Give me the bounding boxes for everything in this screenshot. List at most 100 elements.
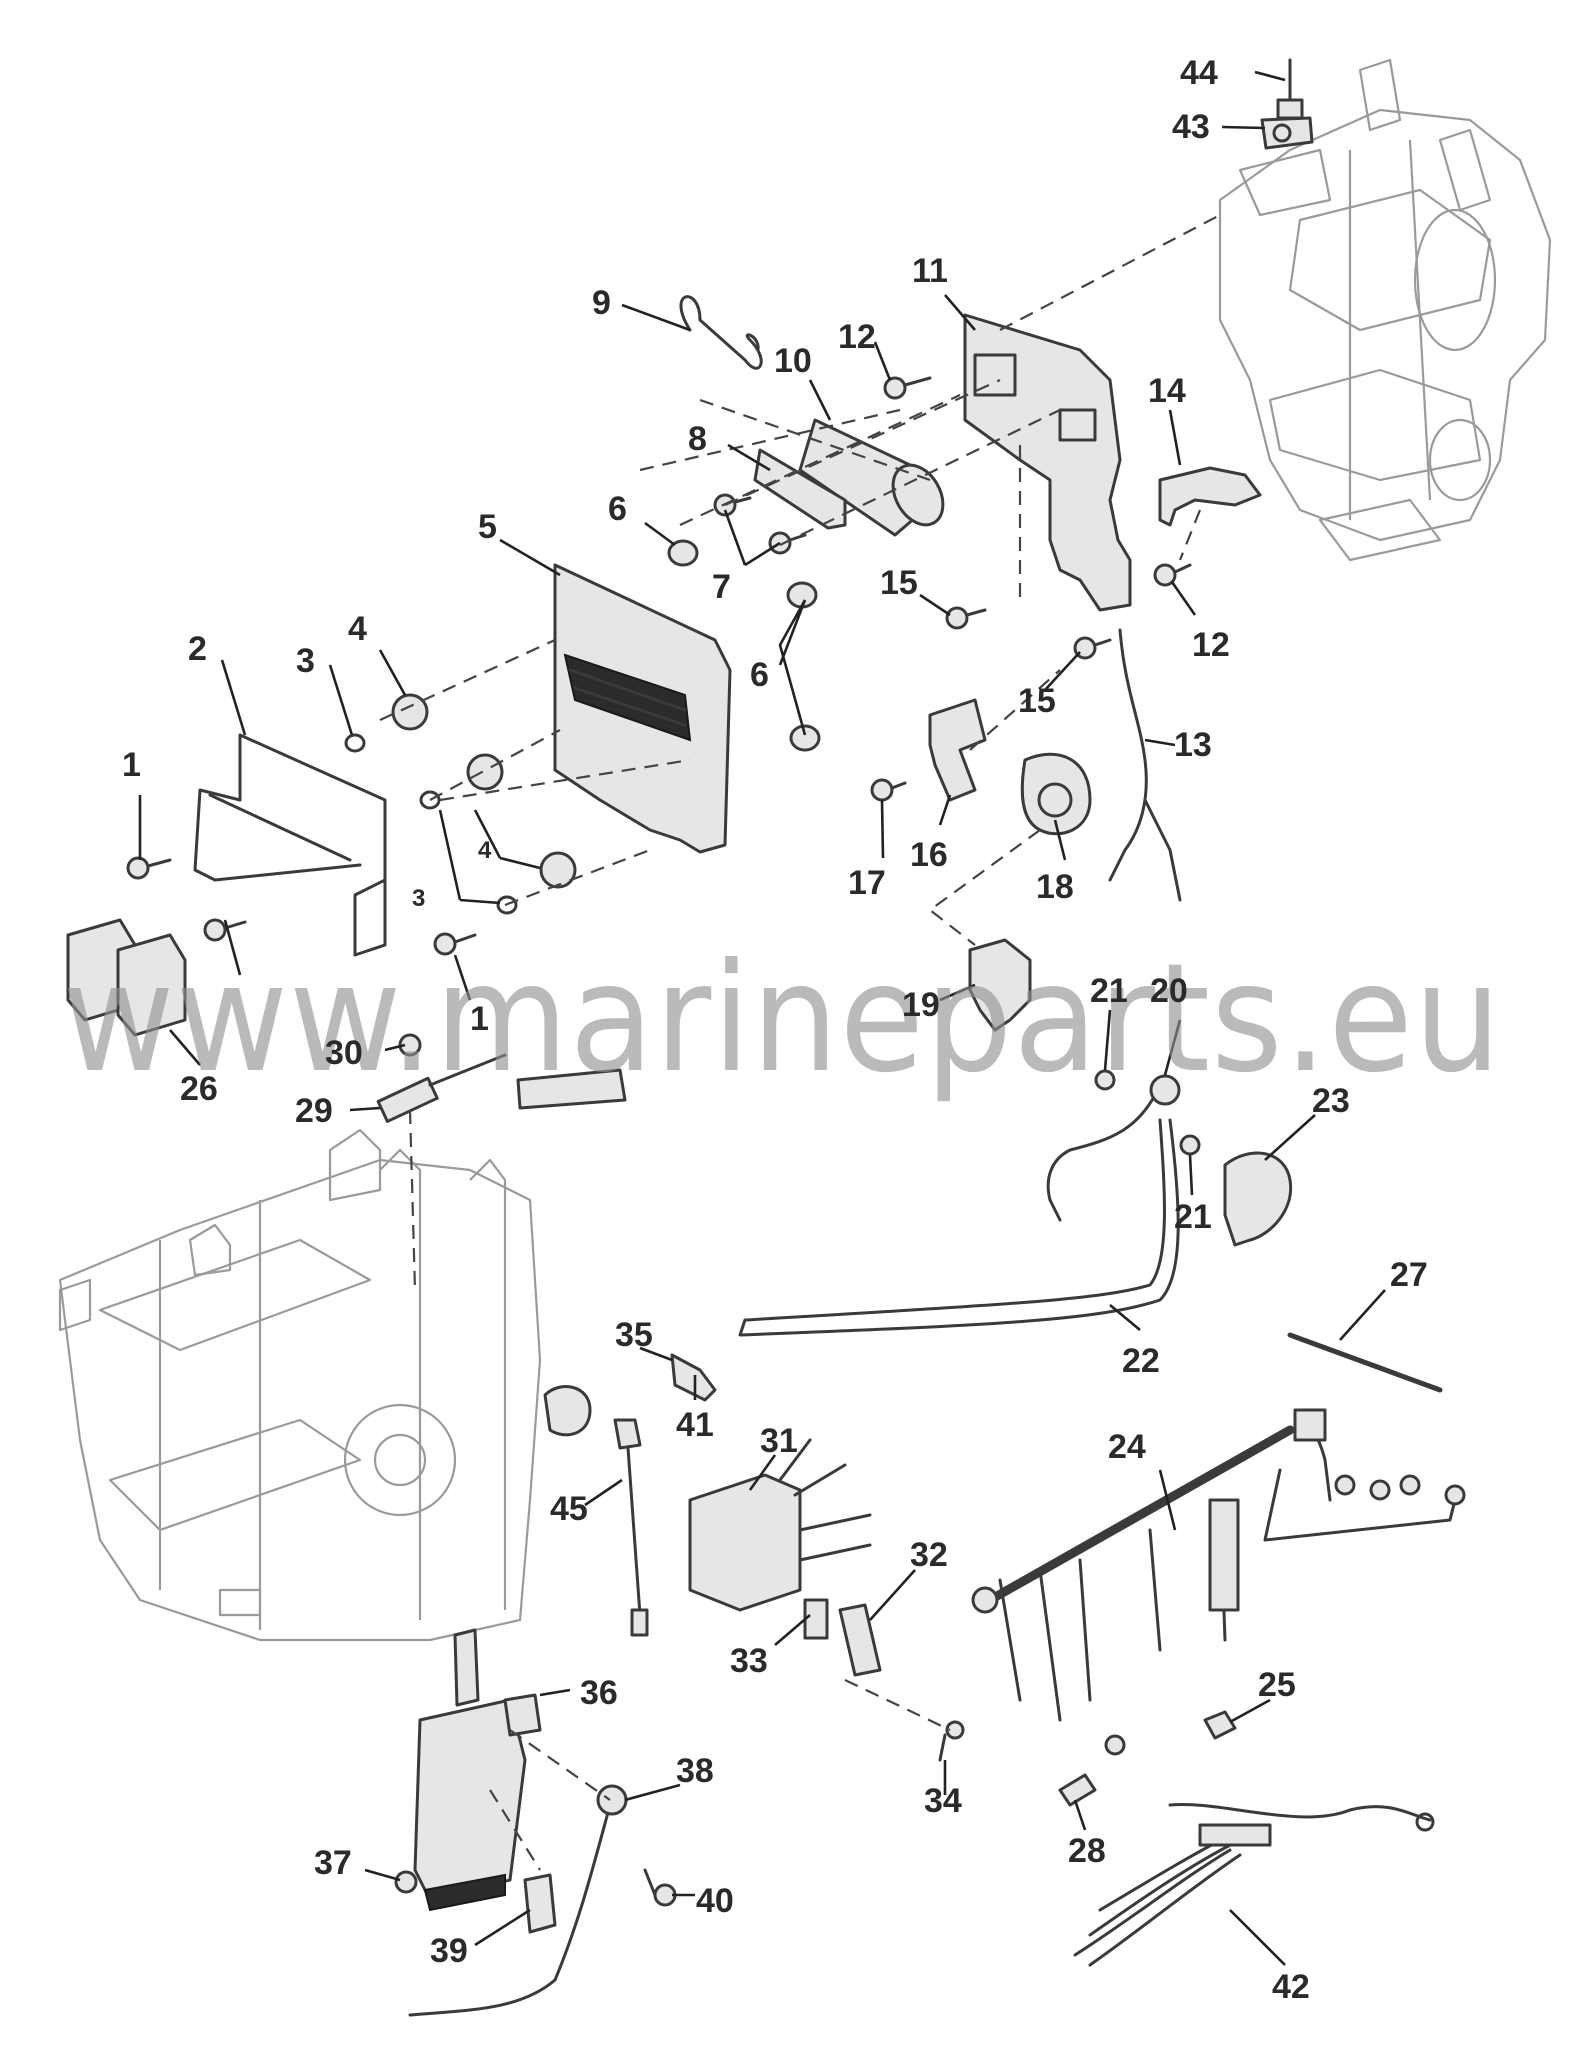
part-22-ground-cable: [738, 1118, 1180, 1337]
engine-block-lower-illustration: [58, 1128, 542, 1642]
callout-18: 18: [1036, 868, 1074, 906]
part-39-clamp: [523, 1873, 557, 1934]
part-3-washers: [344, 733, 518, 915]
callout-1-bottom: 1: [470, 1000, 489, 1038]
callout-38: 38: [676, 1752, 714, 1790]
part-44-bolt: [1276, 58, 1304, 120]
callout-42: 42: [1272, 1968, 1310, 2006]
callout-1-top: 1: [122, 746, 141, 784]
part-19-switch: [968, 938, 1032, 1032]
part-18-sensor: [1020, 752, 1092, 836]
callout-26: 26: [180, 1070, 218, 1108]
callout-30: 30: [325, 1034, 363, 1072]
callout-33: 33: [730, 1642, 768, 1680]
callout-2: 2: [188, 630, 207, 668]
part-27-cable-tie: [1287, 1332, 1443, 1393]
callout-9: 9: [592, 284, 611, 322]
callout-13: 13: [1174, 726, 1212, 764]
engine-block-upper-illustration: [1218, 58, 1552, 562]
watermark: www.marineparts.eu: [62, 932, 1502, 1106]
callout-3-bottom: 3: [412, 885, 425, 912]
callout-10: 10: [774, 342, 812, 380]
callout-11: 11: [912, 252, 948, 290]
part-1-screws: [126, 856, 477, 956]
part-8-strap: [753, 448, 847, 530]
callout-27: 27: [1390, 1256, 1428, 1294]
callout-5: 5: [478, 508, 497, 546]
part-40-bolt: [643, 1868, 677, 1907]
part-15-screws: [945, 606, 1112, 660]
part-23-cap: [1223, 1151, 1293, 1247]
part-21-nut-top: [1094, 1069, 1116, 1091]
callout-7: 7: [712, 568, 731, 606]
callout-12-top: 12: [838, 318, 876, 356]
part-26-relays: [66, 918, 187, 1037]
part-28-terminal: [1058, 1773, 1097, 1807]
part-5-control-module: [553, 563, 732, 854]
part-20-cable: [1046, 1083, 1162, 1222]
part-14-clip: [1158, 466, 1262, 527]
part-12-screw-top: [883, 376, 932, 400]
assembly-lines: [379, 214, 1221, 1871]
part-41-plug: [670, 1353, 717, 1402]
callout-14: 14: [1148, 372, 1186, 410]
callout-3-top: 3: [296, 642, 315, 680]
callout-21-bottom: 21: [1174, 1198, 1212, 1236]
part-16-bracket: [928, 698, 987, 802]
part-29-fitting: [376, 1053, 627, 1123]
callout-40: 40: [696, 1882, 734, 1920]
part-31-connector-block: [688, 1473, 802, 1612]
part-45-sensor-lead: [613, 1418, 649, 1637]
part-25-clip: [1203, 1710, 1237, 1740]
callout-28: 28: [1068, 1832, 1106, 1870]
callout-labels: 44 43 9 11 12 10 8 14 6 5 7 15 6 12 2 3 …: [122, 54, 1428, 2006]
part-34-screw: [938, 1720, 965, 1762]
part-33-block: [803, 1598, 829, 1640]
part-43-clip: [1260, 116, 1314, 150]
part-13-harness-lead: [1108, 628, 1182, 902]
part-6-grommets: [667, 539, 821, 752]
callout-25: 25: [1258, 1666, 1296, 1704]
part-2-bracket: [193, 733, 387, 957]
callout-17: 17: [848, 864, 886, 902]
callout-21-top: 21: [1090, 972, 1128, 1010]
callout-45: 45: [550, 1490, 588, 1528]
part-4-nuts: [391, 693, 577, 889]
callout-32: 32: [910, 1536, 948, 1574]
callout-4-top: 4: [348, 610, 367, 648]
part-42-sub-harness: [1073, 1802, 1435, 1967]
part-9-spring-wire: [679, 295, 763, 370]
callout-39: 39: [430, 1932, 468, 1970]
part-12-screw-right: [1153, 563, 1192, 587]
callout-35: 35: [615, 1316, 653, 1354]
leader-lines: [138, 70, 1386, 1966]
part-37-nut: [394, 1870, 418, 1894]
callout-20: 20: [1150, 972, 1188, 1010]
callout-23: 23: [1312, 1082, 1350, 1120]
part-17-screw: [870, 778, 907, 802]
part-36-starter-motor: [413, 1628, 542, 1912]
callout-36: 36: [580, 1674, 618, 1712]
part-21-nut-bottom: [1179, 1134, 1201, 1156]
callout-6-bottom: 6: [750, 656, 769, 694]
callout-4-bottom: 4: [478, 837, 492, 864]
callout-34: 34: [924, 1782, 962, 1820]
callout-44: 44: [1180, 54, 1218, 92]
callout-37: 37: [314, 1844, 352, 1882]
callout-43: 43: [1172, 108, 1210, 146]
callout-15-top: 15: [880, 564, 918, 602]
callout-19: 19: [902, 986, 940, 1024]
callout-16: 16: [910, 836, 948, 874]
callout-15-right: 15: [1018, 682, 1056, 720]
part-38-battery-cable: [408, 1803, 612, 2017]
callout-29: 29: [295, 1092, 333, 1130]
part-10-cylinder: [798, 418, 945, 537]
callout-24: 24: [1108, 1428, 1146, 1466]
part-35-grommet: [543, 1385, 592, 1437]
callout-8: 8: [688, 420, 707, 458]
callout-31: 31: [760, 1422, 798, 1460]
part-24-main-harness: [971, 1408, 1466, 1756]
callout-12-right: 12: [1192, 626, 1230, 664]
callout-22: 22: [1122, 1342, 1160, 1380]
